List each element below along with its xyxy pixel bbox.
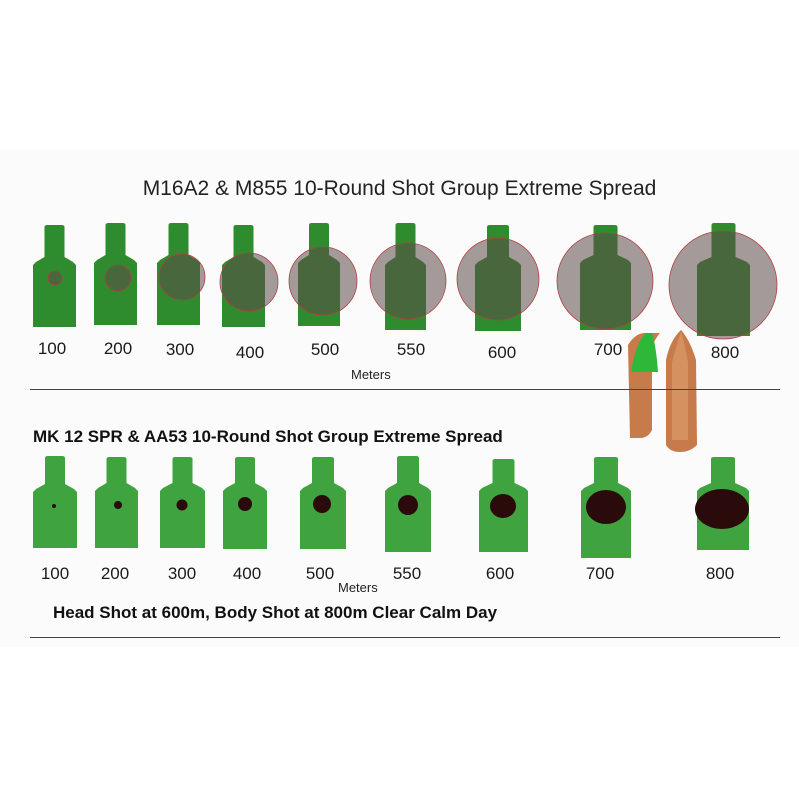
shot-group-circle: [456, 237, 540, 321]
caption: Head Shot at 600m, Body Shot at 800m Cle…: [53, 603, 498, 622]
bottom-chart-title: MK 12 SPR & AA53 10-Round Shot Group Ext…: [33, 427, 503, 446]
shot-group-dot: [490, 494, 516, 518]
shot-group-circle: [369, 242, 447, 320]
distance-label: 100: [40, 564, 70, 583]
top-axis-label: Meters: [351, 367, 391, 382]
distance-label: 300: [165, 340, 195, 359]
shot-group-dot: [238, 497, 252, 511]
shot-group-circle: [47, 270, 63, 286]
divider-bottom: [30, 637, 780, 638]
distance-label: 800: [705, 564, 735, 583]
shot-group-circle: [158, 253, 206, 301]
target-silhouette: [33, 456, 77, 548]
distance-label: 600: [487, 343, 517, 362]
shot-group-circle: [288, 246, 358, 316]
distance-label: 550: [392, 564, 422, 583]
divider-top: [30, 389, 780, 390]
shot-group-circle: [104, 264, 132, 292]
distance-label: 300: [167, 564, 197, 583]
shot-group-dot: [695, 489, 749, 529]
bullet-highlight: [672, 332, 688, 440]
distance-label: 200: [103, 339, 133, 358]
bottom-axis-label: Meters: [338, 580, 378, 595]
bullet-tip: [631, 333, 658, 372]
shot-group-dot: [586, 490, 626, 524]
shot-group-circle: [668, 230, 778, 340]
shot-group-circle: [556, 232, 654, 330]
shot-group-circle: [219, 252, 279, 312]
distance-label: 700: [593, 340, 623, 359]
shot-group-dot: [52, 504, 56, 508]
distance-label: 600: [485, 564, 515, 583]
distance-label: 700: [585, 564, 615, 583]
distance-label: 500: [310, 340, 340, 359]
shot-group-dot: [398, 495, 418, 515]
top-chart-title: M16A2 & M855 10-Round Shot Group Extreme…: [142, 177, 657, 200]
shot-group-dot: [176, 499, 188, 511]
distance-label: 100: [37, 339, 67, 358]
distance-label: 800: [710, 343, 740, 362]
shot-group-dot: [114, 501, 122, 509]
distance-label: 400: [232, 564, 262, 583]
shot-group-dot: [313, 495, 331, 513]
distance-label: 200: [100, 564, 130, 583]
distance-label: 400: [235, 343, 265, 362]
distance-label: 550: [396, 340, 426, 359]
distance-label: 500: [305, 564, 335, 583]
